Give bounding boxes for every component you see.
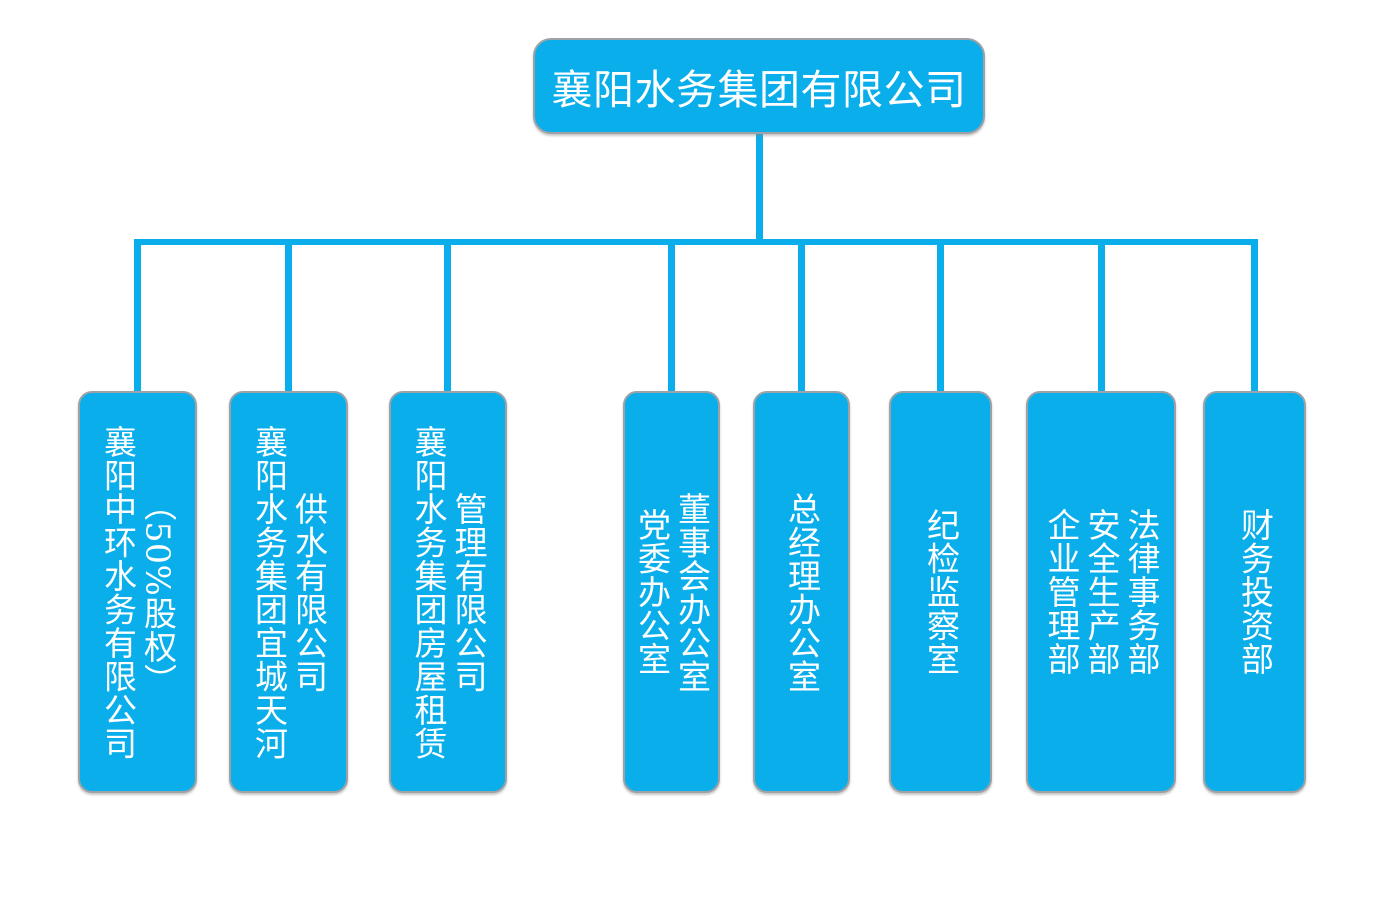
node-label: 党委办公室 董事会办公室 bbox=[632, 491, 712, 693]
connector-crossbar bbox=[134, 239, 1258, 245]
connector-drop-5 bbox=[798, 239, 805, 394]
node-label: 纪检监察室 bbox=[921, 508, 961, 676]
connector-drop-6 bbox=[937, 239, 944, 394]
node-discipline-inspection-office: 纪检监察室 bbox=[889, 391, 992, 793]
connector-drop-7 bbox=[1098, 239, 1105, 394]
node-label: 财务投资部 bbox=[1235, 508, 1275, 676]
connector-drop-4 bbox=[668, 239, 675, 394]
node-zhonghuan-water: 襄阳中环水务有限公司 （50%股权） bbox=[78, 391, 197, 793]
node-gm-office: 总经理办公室 bbox=[753, 391, 850, 793]
node-mgmt-safety-legal-depts: 企业管理部 安全生产部 法律事务部 bbox=[1026, 391, 1176, 793]
node-housing-rental: 襄阳水务集团房屋租赁 管理有限公司 bbox=[389, 391, 507, 793]
node-label: 企业管理部 安全生产部 法律事务部 bbox=[1042, 508, 1161, 676]
connector-drop-2 bbox=[285, 239, 292, 394]
root-company-label: 襄阳水务集团有限公司 bbox=[551, 66, 967, 114]
connector-stem bbox=[756, 128, 763, 242]
connector-drop-8 bbox=[1251, 239, 1258, 394]
node-party-board-office: 党委办公室 董事会办公室 bbox=[623, 391, 720, 793]
node-finance-investment-dept: 财务投资部 bbox=[1203, 391, 1306, 793]
node-label: 襄阳中环水务有限公司 （50%股权） bbox=[98, 424, 178, 760]
connector-drop-1 bbox=[134, 239, 141, 394]
node-label: 襄阳水务集团房屋租赁 管理有限公司 bbox=[409, 424, 488, 760]
node-label: 总经理办公室 bbox=[782, 491, 822, 693]
node-root-company: 襄阳水务集团有限公司 bbox=[533, 38, 985, 134]
connector-drop-3 bbox=[444, 239, 451, 394]
node-label: 襄阳水务集团宜城天河 供水有限公司 bbox=[249, 424, 329, 760]
node-yicheng-tianhe-water: 襄阳水务集团宜城天河 供水有限公司 bbox=[229, 391, 348, 793]
